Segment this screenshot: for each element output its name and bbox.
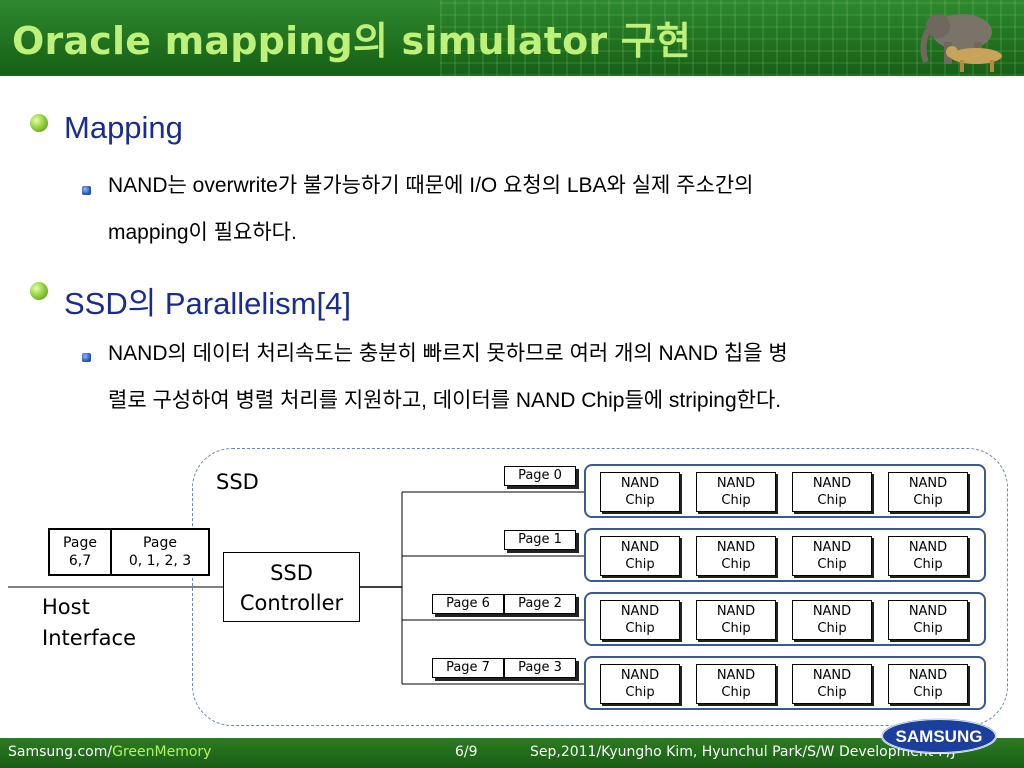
ssd-label: SSD: [216, 470, 259, 494]
bullet-text-mapping-1: NAND는 overwrite가 불가능하기 때문에 I/O 요청의 LBA와 …: [108, 174, 754, 197]
bullet-square-icon: [82, 353, 91, 362]
host-page-6-7: Page 6,7: [48, 528, 112, 576]
footer-url: Samsung.com/GreenMemory: [8, 744, 212, 760]
bullet-orb-icon: [30, 114, 48, 132]
bullet-heading-mapping: Mapping: [30, 110, 183, 146]
host-interface-label: Host Interface: [42, 595, 137, 650]
bullet-text-parallelism-2: 렬로 구성하여 병렬 처리를 지원하고, 데이터를 NAND Chip들에 st…: [108, 389, 782, 412]
samsung-logo: SAMSUNG: [881, 718, 997, 754]
channel-page-3: Page 3: [504, 658, 576, 678]
channel-page-1: Page 1: [504, 530, 576, 550]
bullet-heading-parallelism: SSD의 Parallelism[4]: [30, 278, 351, 323]
bullet-text-mapping-2: mapping이 필요하다.: [108, 221, 297, 244]
elephant-cheetah-icon: [920, 14, 1002, 72]
bullet-orb-icon: [30, 282, 48, 300]
queued-page-6: Page 6: [432, 594, 504, 614]
page-number: 6/9: [455, 744, 478, 760]
footer-info: Sep,2011/Kyungho Kim, Hyunchul Park/S/W …: [530, 744, 956, 760]
slide-footer: Samsung.com/GreenMemory 6/9 Sep,2011/Kyu…: [0, 738, 1024, 768]
samsung-logo-text: SAMSUNG: [896, 727, 983, 746]
bullet-square-icon: [82, 186, 91, 195]
channel-page-2: Page 2: [504, 594, 576, 614]
ssd-controller: SSD Controller: [223, 552, 360, 622]
host-page-0-3: Page 0, 1, 2, 3: [110, 528, 210, 576]
slide-header: Oracle mapping의 simulator 구현: [0, 0, 1024, 76]
channel-page-0: Page 0: [504, 466, 576, 486]
bullet-text-parallelism-1: NAND의 데이터 처리속도는 충분히 빠르지 못하므로 여러 개의 NAND …: [108, 342, 788, 365]
queued-page-7: Page 7: [432, 658, 504, 678]
slide-title: Oracle mapping의 simulator 구현: [12, 19, 692, 63]
